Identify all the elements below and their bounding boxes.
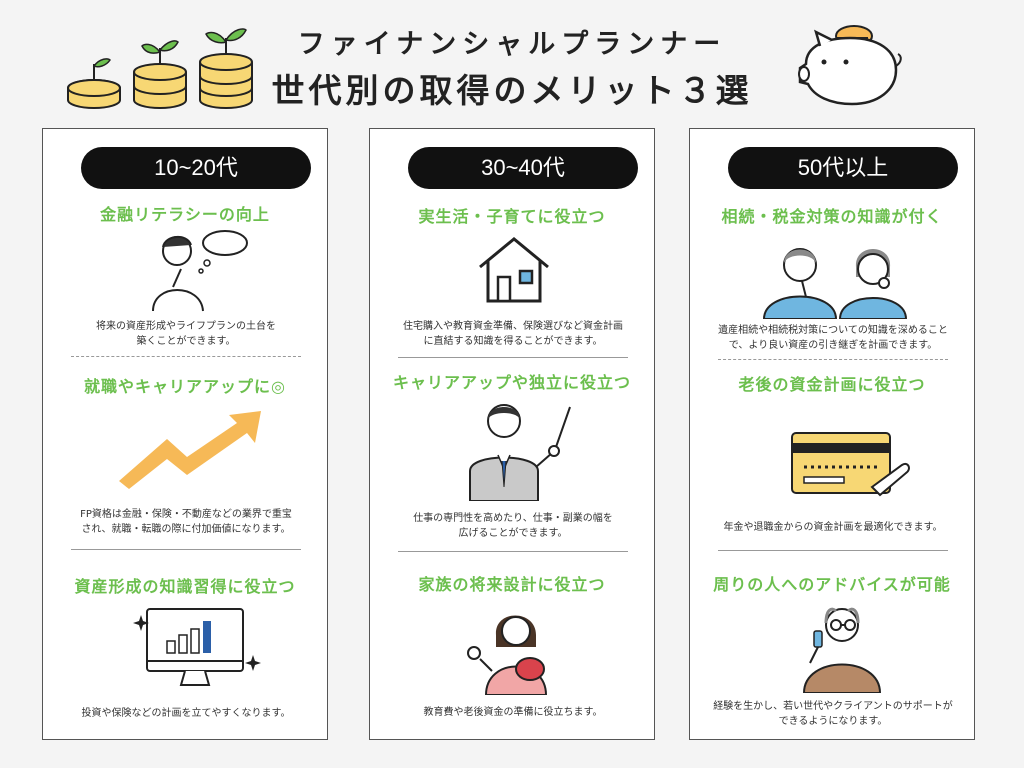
age-label: 30~40代 <box>408 147 638 189</box>
section-title: 資産形成の知識習得に役立つ <box>74 577 296 596</box>
section-title: 周りの人へのアドバイスが可能 <box>713 575 951 594</box>
section-title: 金融リテラシーの向上 <box>100 205 270 224</box>
section-desc: 遺産相続や相続税対策についての知識を深めること で、より良い資産の引き継ぎを計画… <box>718 325 948 351</box>
monitor-chart-icon <box>133 608 261 686</box>
section-desc: 教育費や老後資金の準備に役立ちます。 <box>423 707 603 718</box>
woman-wallet-icon <box>467 615 548 695</box>
page-title-line1: ファイナンシャルプランナー <box>297 29 727 60</box>
section-divider <box>718 359 948 360</box>
section-title: 就職やキャリアアップに◎ <box>84 377 286 396</box>
section-divider <box>71 356 301 357</box>
rising-arrow-icon <box>119 411 261 489</box>
section-desc: FP資格は金融・保険・不動産などの業界で重宝 され、就職・転職の際に付加価値にな… <box>80 509 292 535</box>
age-label: 50代以上 <box>728 147 958 189</box>
senior-couple-icon <box>762 248 908 319</box>
section-title: 相続・税金対策の知識が付く <box>721 207 943 226</box>
header: ファイナンシャルプランナー 世代別の取得のメリット３選 <box>0 0 1024 125</box>
section-divider <box>398 551 628 552</box>
page-title-line2: 世代別の取得のメリット３選 <box>271 71 753 110</box>
section-divider <box>718 550 948 551</box>
section-desc: 仕事の専門性を高めたり、仕事・副業の幅を 広げることができます。 <box>413 513 613 539</box>
presenter-man-icon <box>469 404 571 501</box>
age-label: 10~20代 <box>81 147 311 189</box>
section-desc: 投資や保険などの計画を立てやすくなります。 <box>81 708 291 719</box>
section-desc: 年金や退職金からの資金計画を最適化できます。 <box>723 522 943 533</box>
section-desc: 経験を生かし、若い世代やクライアントのサポートが できるようになります。 <box>713 701 953 727</box>
piggy-bank-icon <box>798 25 902 106</box>
section-title: キャリアアップや独立に役立つ <box>392 373 631 392</box>
card-10-20s: 10~20代 金融リテラシーの向上 将来の資産形成やライフプランの土台を 築くこ… <box>42 128 328 740</box>
coin-sprouts-icon <box>67 28 253 109</box>
section-desc: 将来の資産形成やライフプランの土台を 築くことができます。 <box>96 321 276 347</box>
card-50s-plus: 50代以上 相続・税金対策の知識が付く 遺産相続や相続税対策についての知識を深め… <box>689 128 975 740</box>
section-desc: 住宅購入や教育資金準備、保険選びなど資金計画 に直結する知識を得ることができます… <box>403 321 623 347</box>
section-title: 実生活・子育てに役立つ <box>418 207 606 226</box>
senior-phone-icon <box>802 607 882 693</box>
section-title: 老後の資金計画に役立つ <box>738 375 926 394</box>
card-30-40s: 30~40代 実生活・子育てに役立つ 住宅購入や教育資金準備、保険選びなど資金計… <box>369 128 655 740</box>
thinking-person-icon <box>152 230 248 312</box>
section-title: 家族の将来設計に役立つ <box>418 575 606 594</box>
house-icon <box>479 237 549 303</box>
pension-card-icon <box>791 432 910 497</box>
section-divider <box>398 357 628 358</box>
section-divider <box>71 549 301 550</box>
